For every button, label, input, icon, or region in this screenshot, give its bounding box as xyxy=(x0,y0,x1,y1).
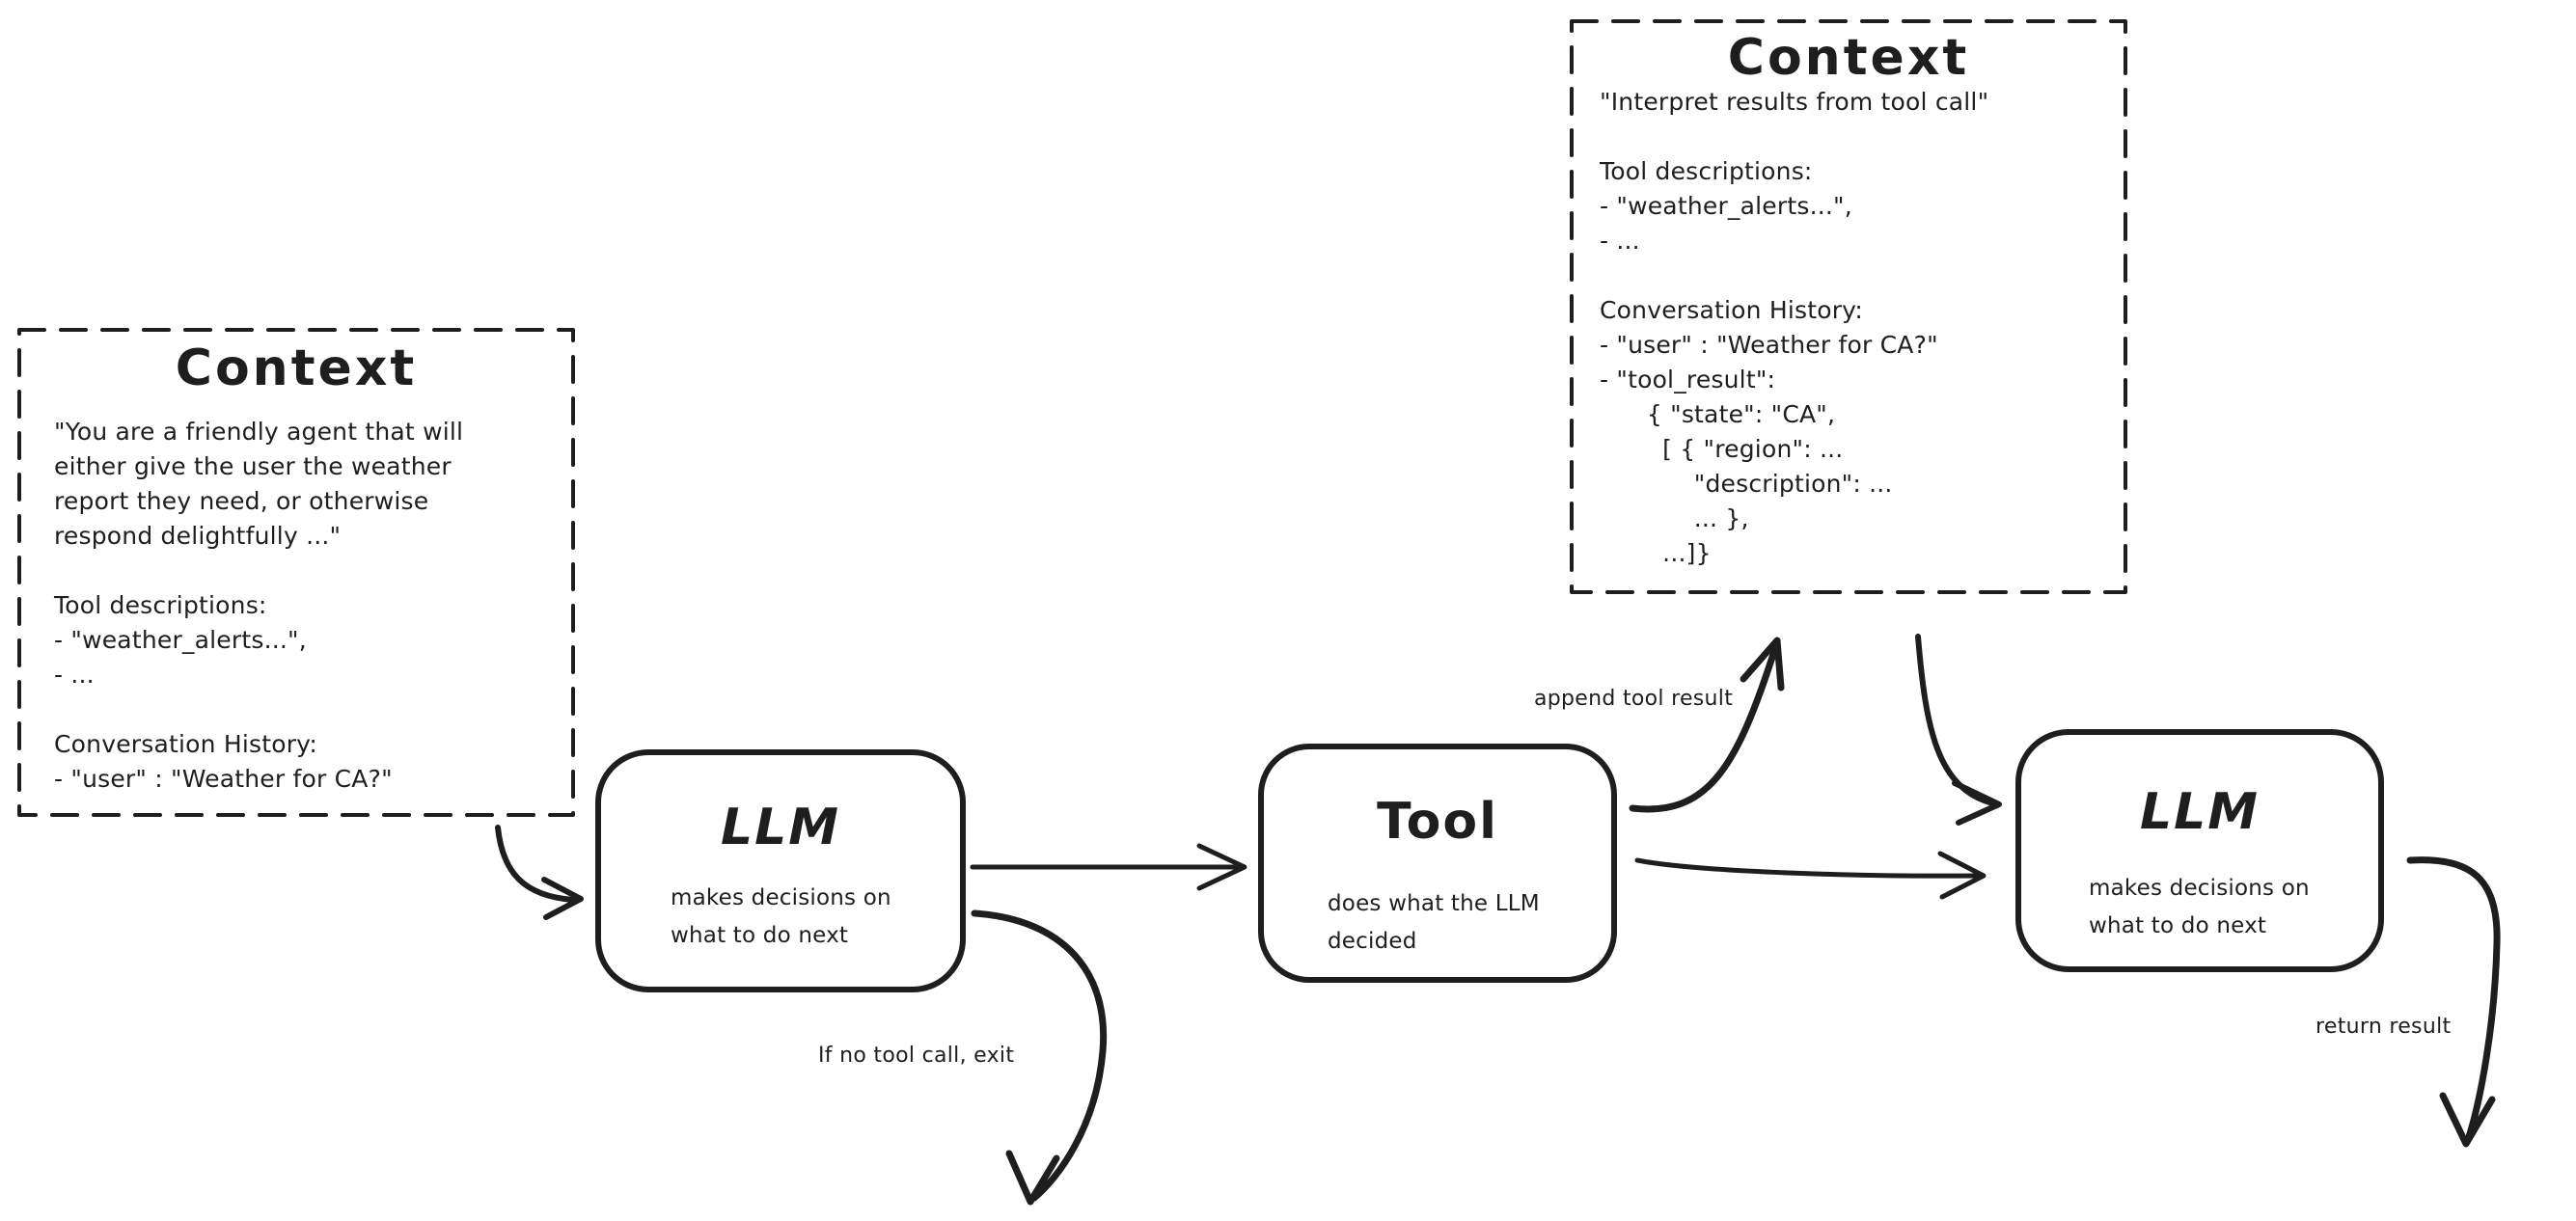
context-top-right-title: Context xyxy=(1727,29,1970,87)
arrow-context-to-llm-second xyxy=(1915,634,2002,826)
llm-second-subtitle: makes decisions on what to do next xyxy=(2089,876,2310,938)
context-top-right-box-outline xyxy=(1570,19,2127,594)
tool-box-outline xyxy=(1258,744,1617,983)
arrow-tool-to-llm-second xyxy=(1634,851,1987,900)
llm-second-title: LLM xyxy=(2139,783,2260,841)
context-top-right-body: "Interpret results from tool call" Tool … xyxy=(1600,88,1989,567)
llm-second-box-outline xyxy=(2015,729,2384,972)
arrow-context-to-llm-first xyxy=(495,825,584,920)
edge-label-append-tool-result: append tool result xyxy=(1534,687,1734,711)
context-left-title: Context xyxy=(175,339,418,397)
arrow-tool-to-context xyxy=(1629,637,1785,813)
tool-title: Tool xyxy=(1377,793,1498,851)
context-left-body: "You are a friendly agent that will eith… xyxy=(54,418,464,793)
context-left-box-outline xyxy=(17,328,575,817)
edge-label-if-no-tool-call-exit: If no tool call, exit xyxy=(818,1044,1015,1068)
arrow-llm-first-to-tool xyxy=(970,843,1247,891)
llm-first-box-outline xyxy=(595,749,966,992)
arrow-llm-first-exit xyxy=(971,909,1108,1206)
llm-first-subtitle: makes decisions on what to do next xyxy=(671,885,891,948)
tool-subtitle: does what the LLM decided xyxy=(1328,891,1540,954)
edge-label-return-result: return result xyxy=(2316,1015,2452,1039)
llm-first-title: LLM xyxy=(720,799,840,856)
arrow-llm-second-return xyxy=(2406,856,2501,1148)
